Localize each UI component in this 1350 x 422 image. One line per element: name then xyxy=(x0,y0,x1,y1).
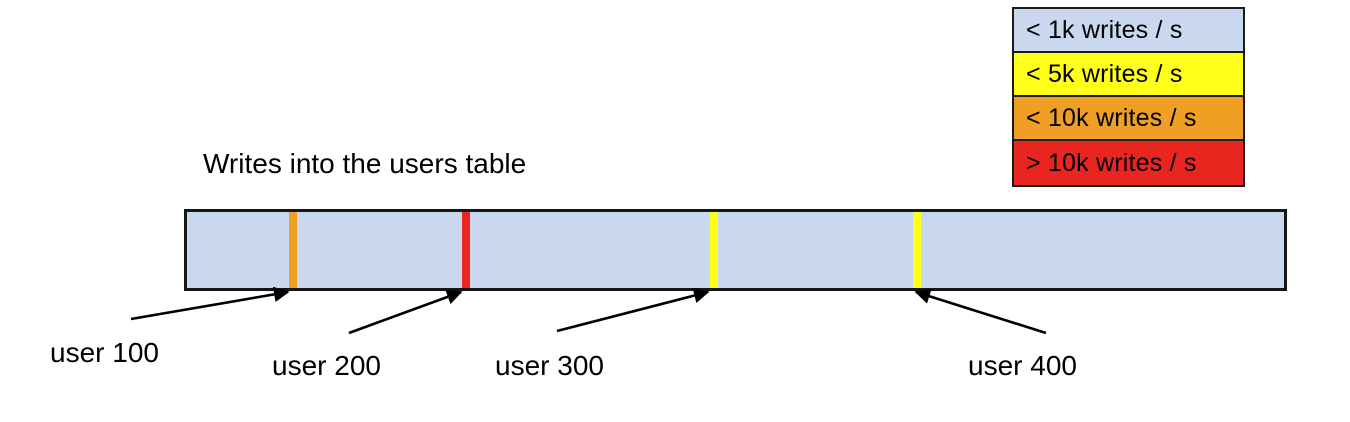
arrow-user-200 xyxy=(348,289,463,335)
legend-row-lt-10k: < 10k writes / s xyxy=(1014,97,1243,141)
label-user-200: user 200 xyxy=(272,350,381,381)
stripe-user-100 xyxy=(289,212,297,288)
stripe-user-400 xyxy=(913,212,921,288)
arrow-user-400 xyxy=(914,288,1047,335)
legend-label: < 5k writes / s xyxy=(1026,59,1183,88)
legend-label: < 1k writes / s xyxy=(1026,15,1183,44)
legend-label: < 10k writes / s xyxy=(1026,103,1197,132)
legend-label: > 10k writes / s xyxy=(1026,148,1197,177)
page-title: Writes into the users table xyxy=(203,148,527,179)
legend-row-lt-5k: < 5k writes / s xyxy=(1014,53,1243,97)
label-user-300: user 300 xyxy=(495,350,604,381)
users-table-bar xyxy=(184,209,1287,291)
stripe-user-200 xyxy=(462,212,470,288)
arrow-user-100 xyxy=(130,286,290,321)
stripe-user-300 xyxy=(710,212,718,288)
legend: < 1k writes / s < 5k writes / s < 10k wr… xyxy=(1012,7,1245,187)
arrow-user-300 xyxy=(556,287,710,333)
label-user-100: user 100 xyxy=(50,337,159,368)
label-user-400: user 400 xyxy=(968,350,1077,381)
legend-row-gt-10k: > 10k writes / s xyxy=(1014,141,1243,185)
legend-row-lt-1k: < 1k writes / s xyxy=(1014,9,1243,53)
